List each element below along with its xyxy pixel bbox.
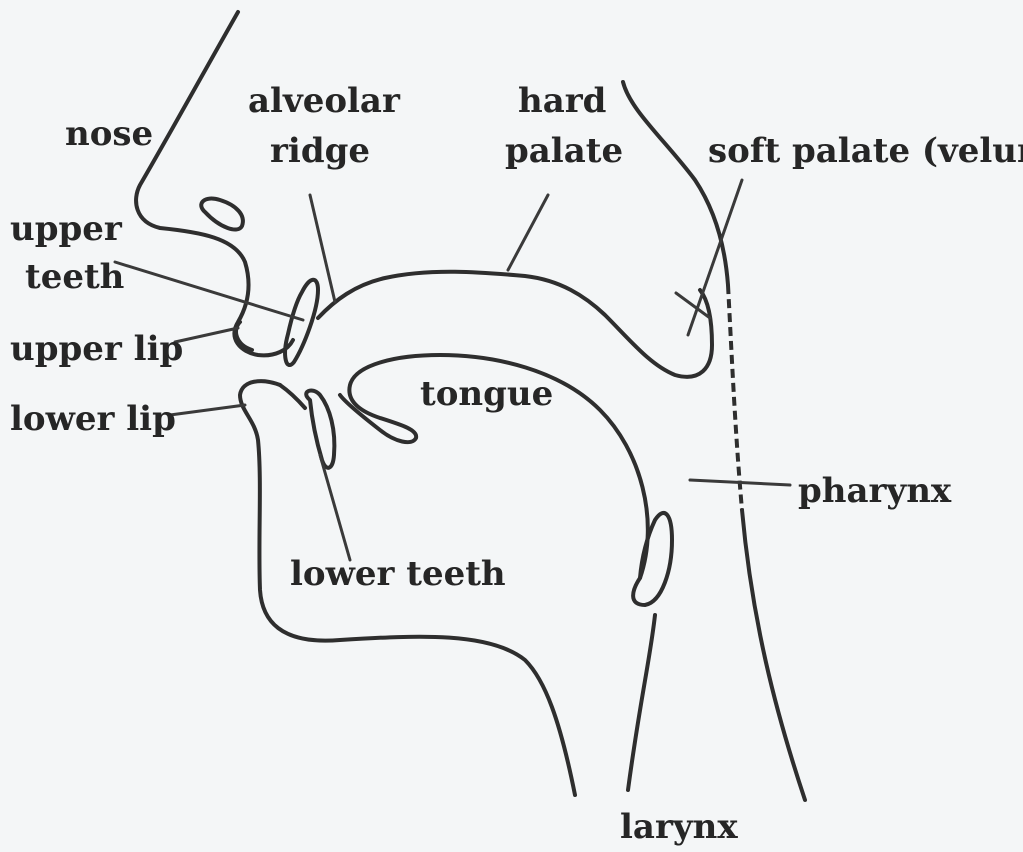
leader-lower-teeth	[320, 455, 350, 560]
posterior-wall-lower	[742, 510, 805, 800]
palate-outline	[318, 272, 712, 377]
label-soft-palate: soft palate (velum)	[708, 131, 1023, 171]
posterior-wall-dashed	[728, 285, 742, 510]
label-lower-teeth: lower teeth	[290, 554, 506, 594]
label-hard-palate-line1: hard	[518, 81, 606, 121]
leader-soft-palate	[688, 180, 742, 335]
label-upper-teeth-line2: teeth	[25, 257, 124, 297]
label-alveolar-ridge-line1: alveolar	[248, 81, 401, 121]
label-larynx: larynx	[620, 807, 738, 847]
epiglottis-outline	[633, 513, 672, 605]
nostril-outline	[201, 199, 243, 230]
leader-lower-lip	[170, 405, 245, 415]
larynx-front-wall	[628, 615, 655, 790]
label-lower-lip: lower lip	[10, 399, 176, 439]
lower-lip-outline	[280, 385, 305, 408]
upper-teeth-outline	[285, 280, 318, 365]
posterior-wall-upper	[623, 82, 728, 285]
label-nose: nose	[65, 114, 153, 154]
label-upper-teeth-line1: upper	[10, 209, 123, 249]
nose-outline	[136, 12, 293, 355]
label-tongue: tongue	[420, 374, 553, 414]
label-hard-palate-line2: palate	[505, 131, 623, 171]
leader-upper-teeth	[115, 262, 303, 320]
leader-hard-palate	[508, 195, 548, 270]
leader-alveolar-ridge	[310, 195, 335, 302]
label-alveolar-ridge-line2: ridge	[270, 131, 370, 171]
label-pharynx: pharynx	[798, 471, 952, 511]
label-upper-lip: upper lip	[10, 329, 183, 369]
leader-upper-lip	[175, 328, 238, 342]
